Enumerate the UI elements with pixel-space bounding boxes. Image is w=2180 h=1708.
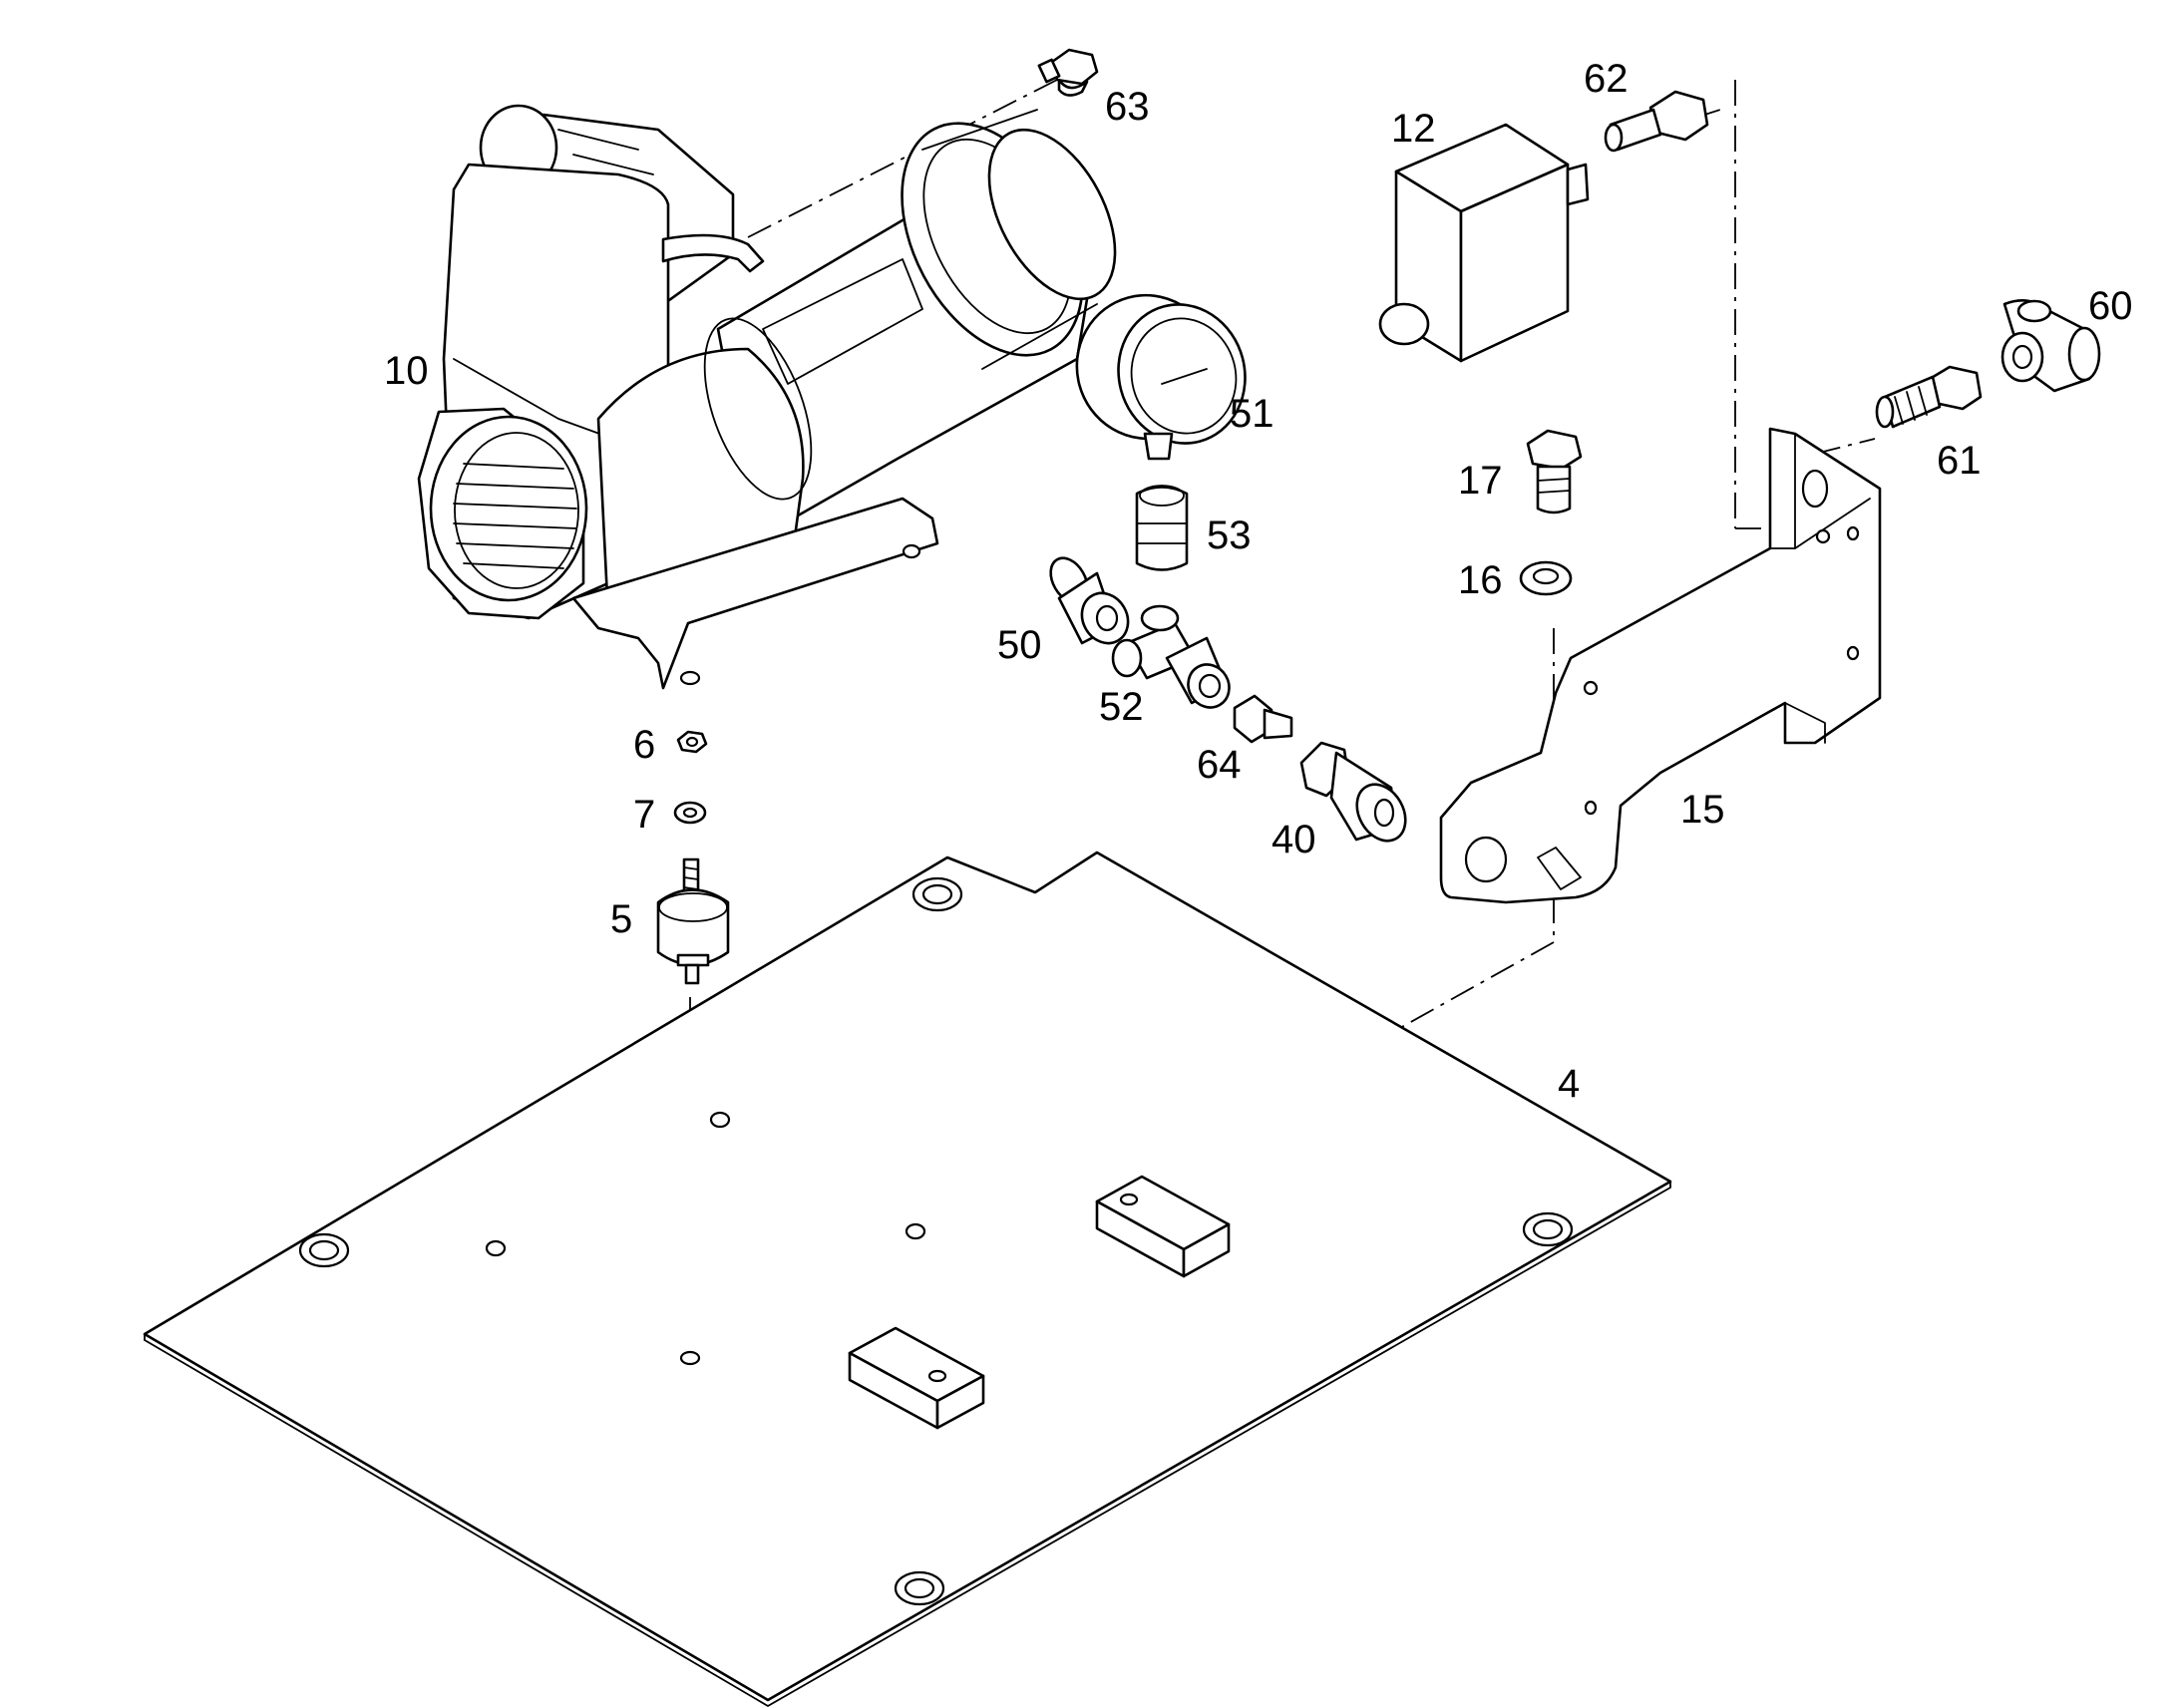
- callout-7: 7: [633, 793, 655, 837]
- plate-hole: [679, 1350, 701, 1366]
- callout-53: 53: [1207, 513, 1252, 557]
- hex-nut: [676, 730, 708, 754]
- sealing-washer: [1519, 560, 1573, 596]
- callout-17: 17: [1458, 459, 1503, 503]
- plate-spacer-block: [848, 1326, 985, 1430]
- plate-spacer-block: [1095, 1175, 1231, 1278]
- callout-50: 50: [997, 623, 1042, 667]
- plate-hole: [485, 1239, 507, 1257]
- callout-4: 4: [1558, 1062, 1580, 1106]
- callout-10: 10: [384, 349, 429, 393]
- adapter-nipple: [1233, 694, 1293, 744]
- fan-grille: [417, 407, 588, 620]
- callout-40: 40: [1272, 818, 1316, 861]
- quick-coupler: [1299, 741, 1407, 843]
- fitting-62: [1604, 90, 1709, 153]
- callout-52: 52: [1099, 685, 1144, 729]
- callout-5: 5: [610, 897, 632, 941]
- plate-hole: [709, 1111, 731, 1129]
- callout-12: 12: [1391, 107, 1436, 151]
- callout-6: 6: [633, 723, 655, 767]
- callout-64: 64: [1197, 743, 1242, 787]
- compressor-unit: [417, 104, 1117, 690]
- callout-60: 60: [2088, 284, 2133, 328]
- mounting-bracket: [1439, 427, 1882, 904]
- plate-mount-hole: [894, 1570, 945, 1606]
- callout-62: 62: [1584, 57, 1629, 101]
- hose-barb-61: [1875, 365, 1983, 429]
- elbow-fitting: [1049, 556, 1130, 645]
- plate-mount-hole: [1522, 1211, 1574, 1247]
- callout-labels: 63 62 12 60 10 51 61 17 53 16 50 52 6 64…: [384, 57, 2133, 1106]
- fitting-63: [1037, 48, 1099, 97]
- callout-16: 16: [1458, 558, 1503, 602]
- plate-hole: [905, 1222, 926, 1240]
- hex-bolt: [1526, 429, 1583, 514]
- tee-fitting: [1111, 604, 1231, 709]
- washer: [673, 801, 707, 825]
- callout-51: 51: [1230, 392, 1274, 436]
- callout-15: 15: [1680, 788, 1725, 832]
- plate-mount-hole: [298, 1232, 350, 1268]
- tee-fitting-60: [2000, 298, 2101, 393]
- check-valve: [1135, 485, 1189, 571]
- pressure-gauge: [1075, 293, 1247, 461]
- callout-63: 63: [1105, 85, 1150, 129]
- base-plate: [143, 851, 1672, 1707]
- pressure-switch-box: [1378, 123, 1590, 363]
- rubber-mount: [656, 857, 730, 985]
- plate-mount-hole: [911, 876, 963, 912]
- callout-61: 61: [1937, 439, 1982, 483]
